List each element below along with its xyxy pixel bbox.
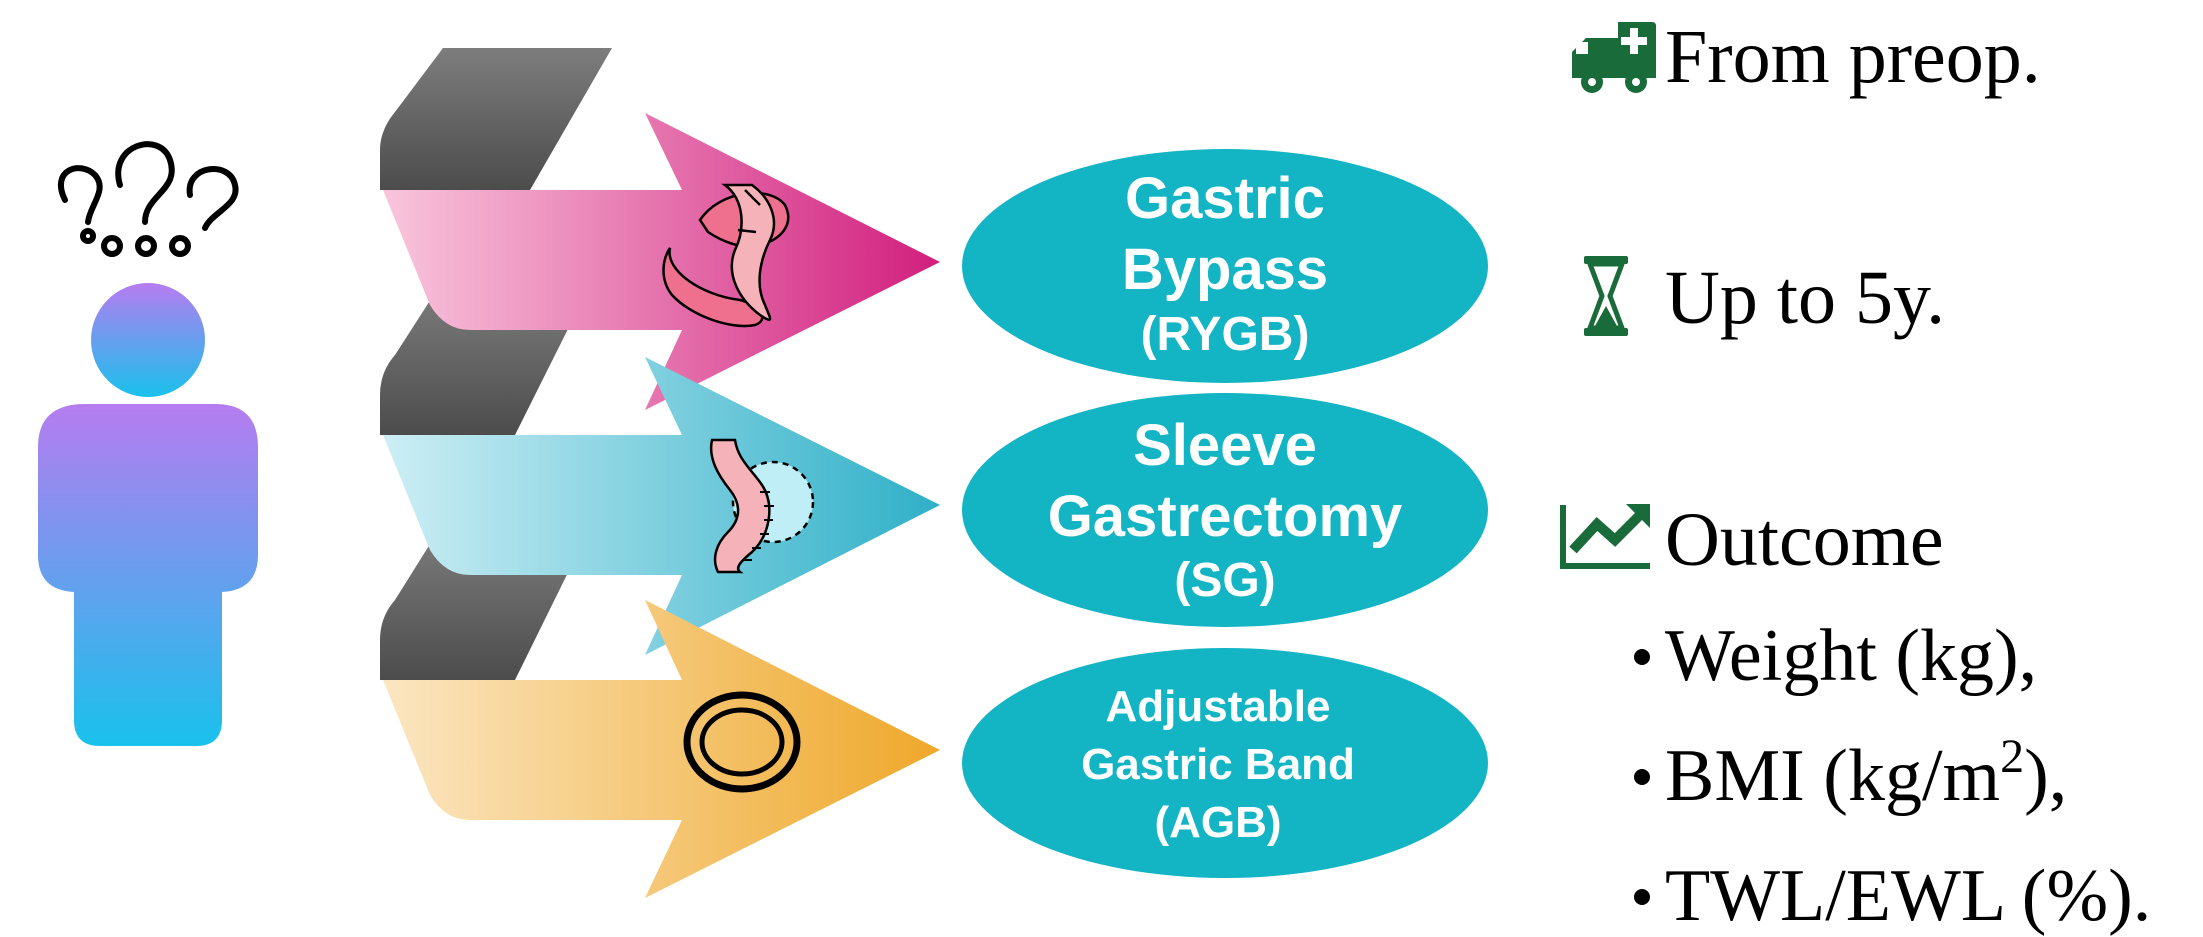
trending-chart-icon bbox=[1563, 504, 1650, 566]
bmi-unit-prefix: BMI (kg/m bbox=[1665, 735, 2000, 817]
bullet-dot bbox=[1634, 889, 1650, 905]
procedure-name-line2: Bypass bbox=[1122, 237, 1328, 302]
person-question-icon bbox=[38, 144, 258, 746]
procedure-name-line1: Sleeve bbox=[1133, 413, 1317, 478]
procedure-abbreviation: (RYGB) bbox=[1141, 308, 1310, 361]
procedure-name-line2: Gastric Band bbox=[1081, 740, 1355, 789]
procedure-sg: Sleeve Gastrectomy (SG) bbox=[962, 393, 1488, 627]
procedure-name-line1: Adjustable bbox=[1106, 682, 1331, 731]
ambulance-icon bbox=[1572, 22, 1656, 93]
legend-outcome: Outcome bbox=[1665, 498, 1944, 582]
procedure-abbreviation: (SG) bbox=[1174, 554, 1275, 607]
bullet-dot bbox=[1634, 769, 1650, 785]
procedure-rygb: Gastric Bypass (RYGB) bbox=[962, 149, 1488, 383]
outcome-twl-ewl: TWL/EWL (%). bbox=[1665, 855, 2151, 937]
procedure-name-line1: Gastric bbox=[1125, 166, 1325, 231]
person-head bbox=[91, 283, 205, 397]
question-marks-icon bbox=[61, 144, 236, 254]
outcome-weight: Weight (kg), bbox=[1665, 615, 2037, 697]
bmi-unit-suffix: ), bbox=[2024, 735, 2067, 817]
procedure-agb: Adjustable Gastric Band (AGB) bbox=[962, 648, 1488, 878]
outcome-bmi: BMI (kg/m2), bbox=[1665, 730, 2067, 817]
legend-from-preop: From preop. bbox=[1665, 15, 2041, 99]
bullet-dot bbox=[1634, 649, 1650, 665]
hourglass-icon bbox=[1584, 256, 1628, 336]
bmi-unit-exponent: 2 bbox=[2000, 730, 2024, 783]
procedure-abbreviation: (AGB) bbox=[1154, 798, 1281, 847]
procedure-name-line2: Gastrectomy bbox=[1048, 484, 1403, 549]
chevron-back-1 bbox=[380, 48, 612, 190]
person-body bbox=[38, 404, 258, 746]
legend-duration: Up to 5y. bbox=[1665, 256, 1945, 340]
